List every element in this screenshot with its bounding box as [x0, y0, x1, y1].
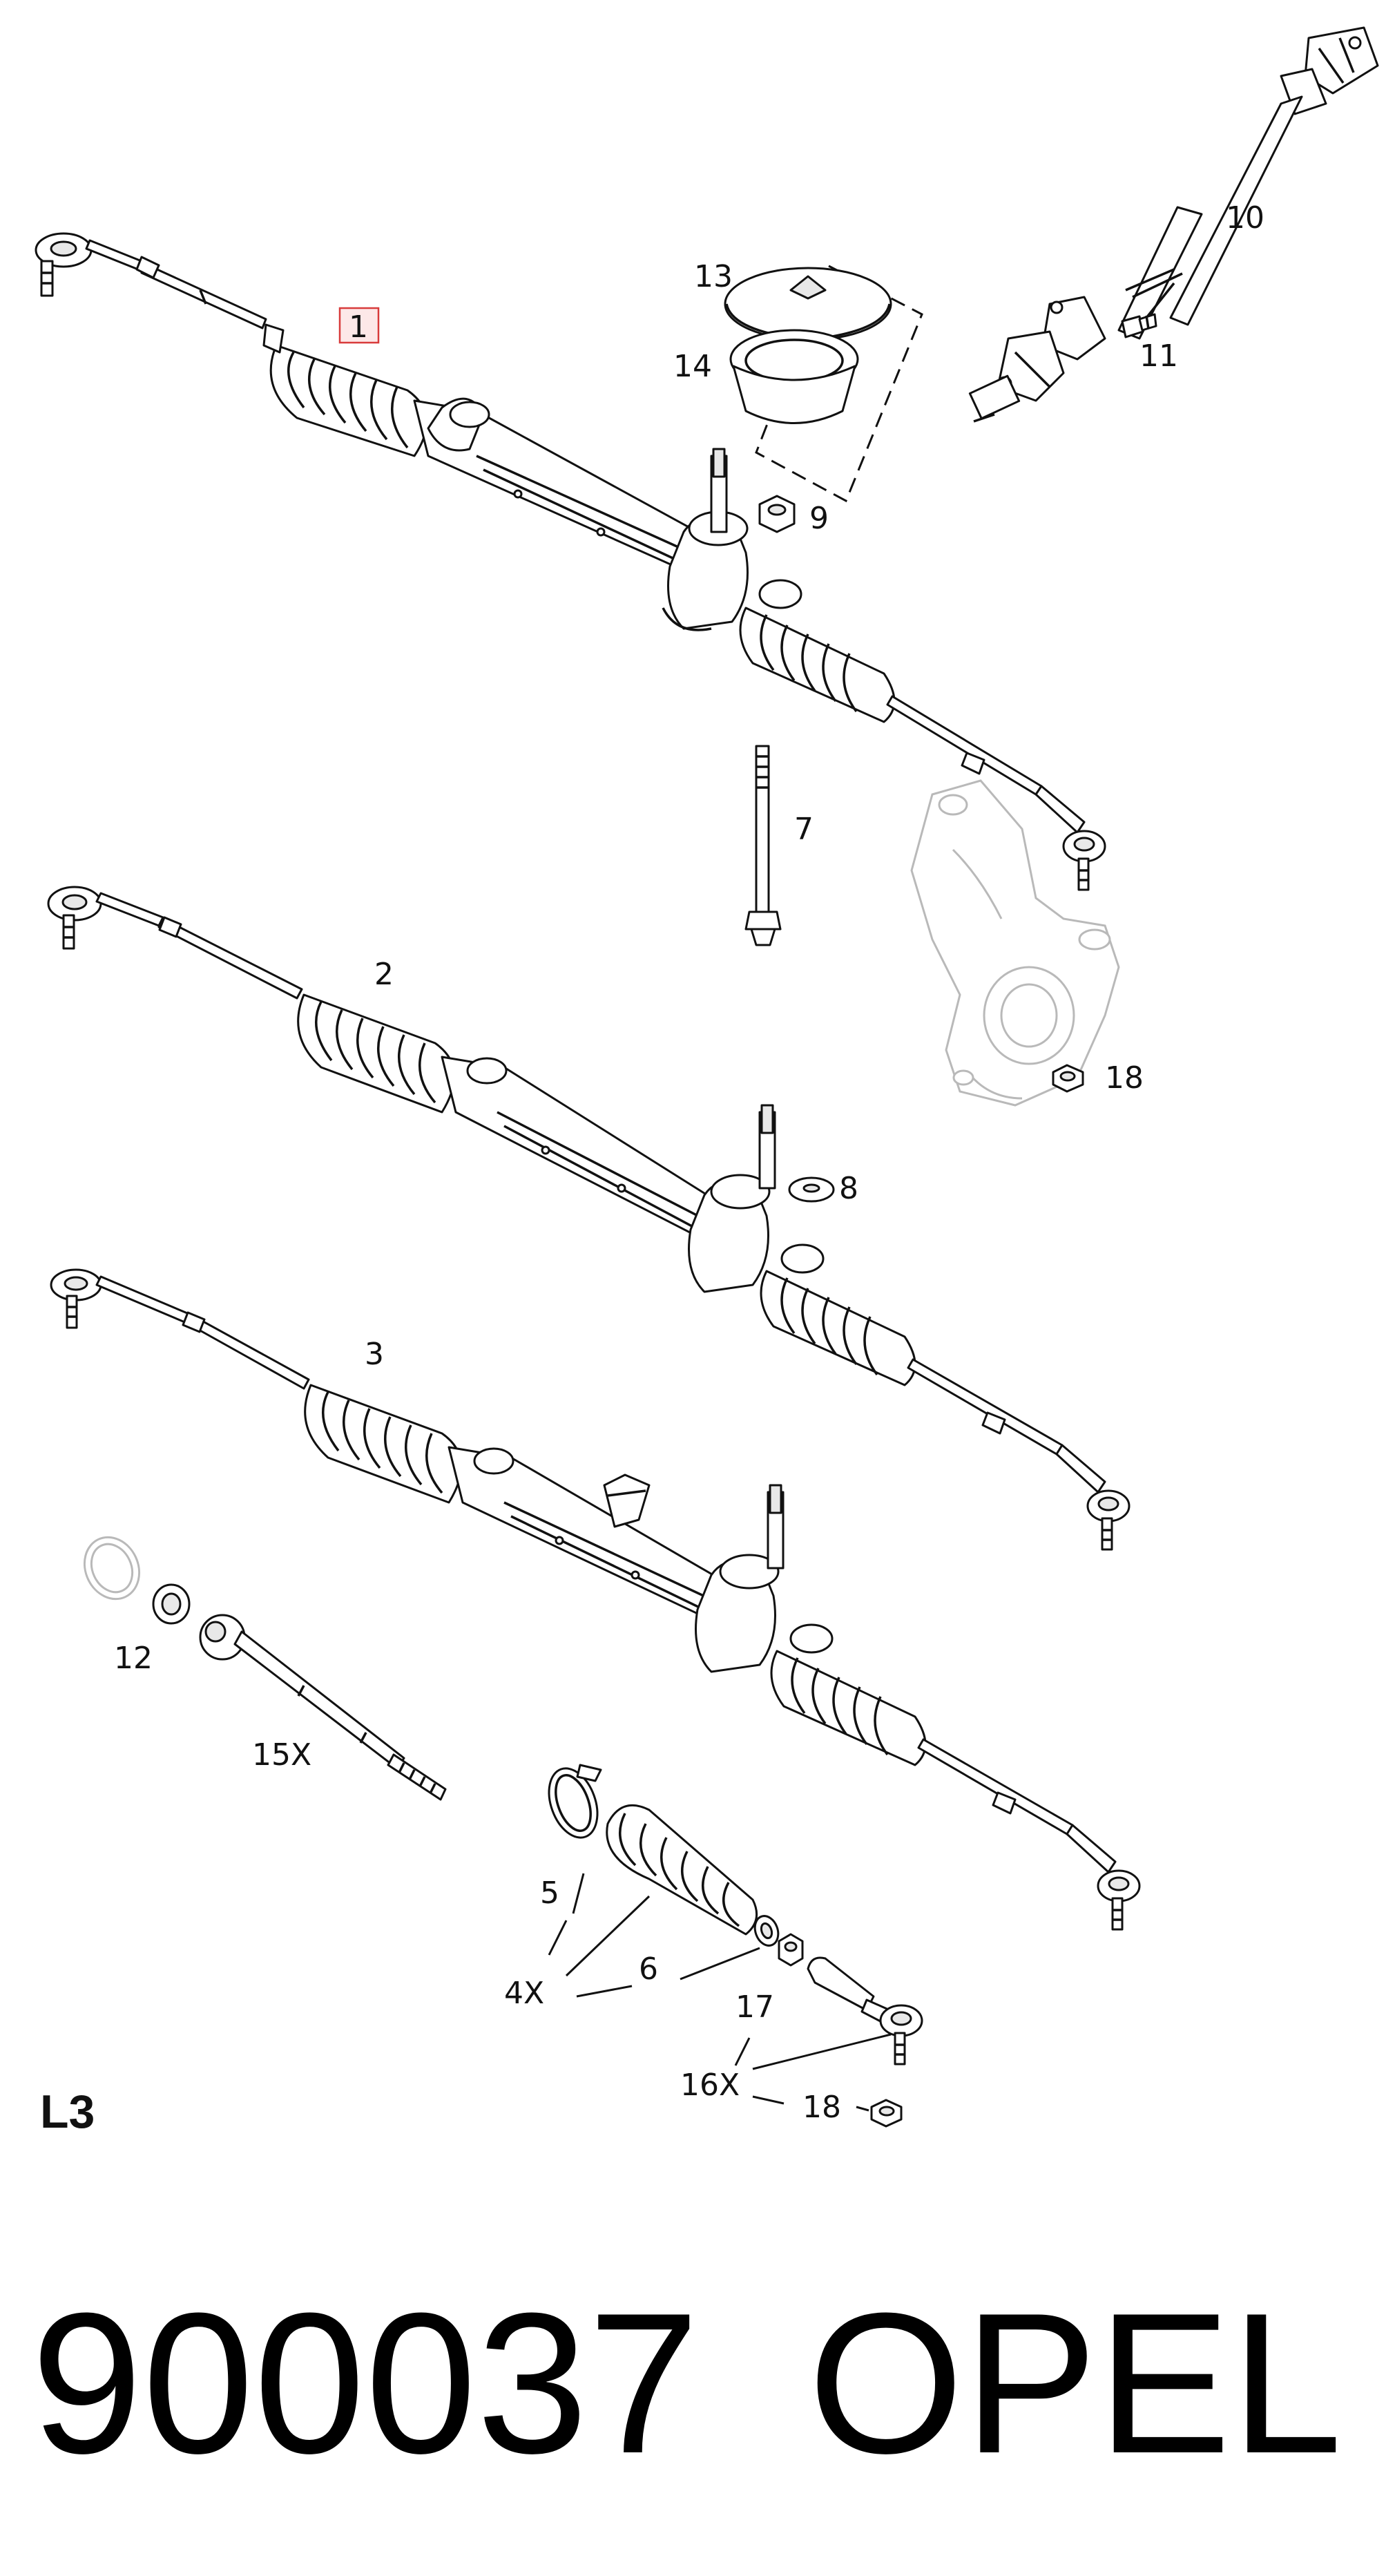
nut-18-top[interactable] [1052, 1064, 1084, 1093]
callout-17: 17 [735, 1990, 774, 2025]
tie-rod-end-16x[interactable] [807, 1956, 923, 2065]
callout-18-bottom: 18 [802, 2090, 841, 2125]
clamp-5[interactable] [540, 1762, 606, 1844]
part-number: 900037 [31, 2271, 700, 2495]
callout-8: 8 [839, 1171, 858, 1206]
callout-5: 5 [540, 1876, 559, 1911]
inner-tie-rod-15x[interactable] [199, 1614, 447, 1801]
seal-14[interactable] [729, 329, 859, 424]
callout-18-top: 18 [1105, 1060, 1144, 1096]
callout-12: 12 [114, 1641, 153, 1676]
tie-rod-end-right-1 [1062, 830, 1106, 891]
steering-gear-2[interactable] [47, 886, 1131, 1551]
bellows-right-1 [739, 579, 896, 723]
callout-3: 3 [365, 1337, 384, 1372]
section-label: L3 [40, 2086, 95, 2138]
intermediate-shaft-10[interactable] [968, 26, 1379, 423]
bellows-left-1 [262, 323, 428, 457]
bolt-7[interactable] [744, 745, 782, 946]
brand-name: OPEL [808, 2271, 1343, 2495]
bolt-11[interactable] [1121, 313, 1157, 338]
ring-12[interactable] [75, 1528, 191, 1625]
clamp-6[interactable] [751, 1913, 782, 1949]
tie-rod-end-left-1 [35, 232, 146, 297]
steering-knuckle-ghost [910, 779, 1120, 1107]
callout-4x: 4X [504, 1976, 544, 2011]
callout-14: 14 [673, 349, 712, 384]
callout-2: 2 [374, 957, 394, 992]
pinion-housing-1 [662, 448, 749, 631]
callout-1-highlight [338, 307, 380, 344]
cover-13[interactable] [724, 267, 892, 341]
steering-gear-1[interactable] [35, 232, 1106, 891]
callout-15x: 15X [252, 1737, 311, 1773]
washer-8[interactable] [788, 1176, 835, 1203]
nut-18-bottom[interactable] [870, 2099, 903, 2128]
callout-9: 9 [809, 501, 829, 536]
callout-6: 6 [639, 1952, 658, 1987]
steering-gear-3[interactable] [50, 1268, 1141, 1931]
leader-lines [548, 1873, 892, 2112]
nut-9[interactable] [758, 495, 796, 533]
callout-13: 13 [694, 259, 733, 294]
callout-10: 10 [1226, 200, 1264, 236]
nut-17[interactable] [778, 1933, 804, 1967]
callout-11: 11 [1139, 338, 1178, 374]
callout-16x: 16X [680, 2068, 740, 2103]
callout-1: 1 [349, 309, 368, 345]
callout-7: 7 [794, 812, 814, 847]
